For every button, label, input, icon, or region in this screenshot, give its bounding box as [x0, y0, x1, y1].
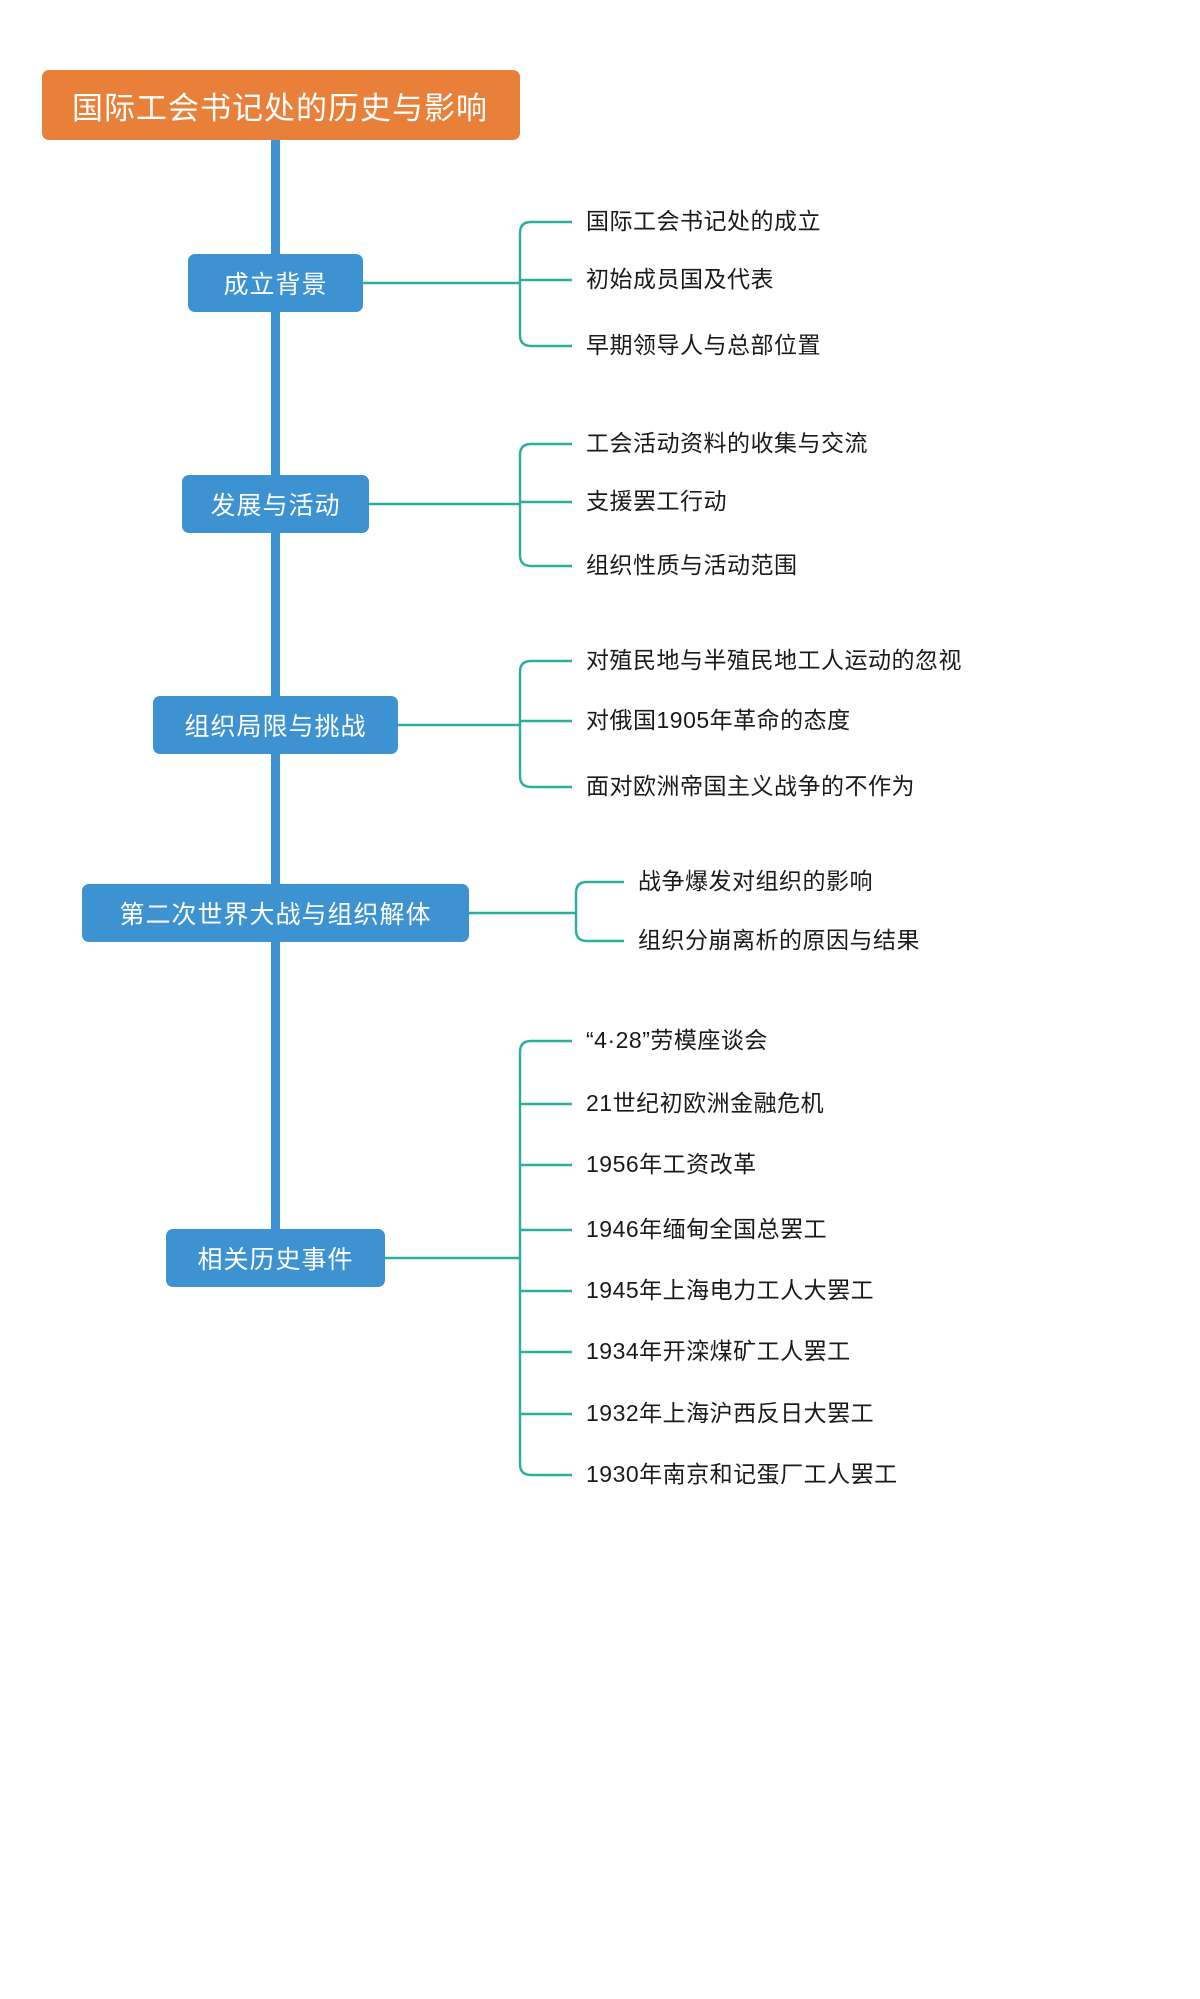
leaf-item[interactable]: 面对欧洲帝国主义战争的不作为	[586, 773, 915, 799]
leaf-connector-5-1	[518, 1039, 572, 1053]
branch-node-5[interactable]: 相关历史事件	[166, 1229, 385, 1287]
root-node[interactable]: 国际工会书记处的历史与影响	[42, 70, 520, 140]
leaf-item[interactable]: 1930年南京和记蛋厂工人罢工	[586, 1461, 898, 1487]
leaf-item[interactable]: 1956年工资改革	[586, 1151, 757, 1177]
branch-node-label: 第二次世界大战与组织解体	[119, 901, 432, 929]
leaf-connector-2-1	[518, 442, 572, 456]
branch-node-label: 组织局限与挑战	[184, 713, 367, 741]
leaf-item[interactable]: 组织分崩离析的原因与结果	[638, 927, 920, 953]
branch-node-label: 相关历史事件	[197, 1246, 354, 1274]
leaf-item[interactable]: 组织性质与活动范围	[586, 552, 798, 578]
page-title: 国际工会书记处的历史与影响	[72, 90, 488, 126]
leaf-item[interactable]: 对殖民地与半殖民地工人运动的忽视	[586, 647, 962, 673]
branch-node-label: 发展与活动	[210, 492, 341, 520]
leaf-item[interactable]: 21世纪初欧洲金融危机	[586, 1090, 825, 1116]
leaf-item[interactable]: “4·28”劳模座谈会	[586, 1027, 768, 1053]
leaf-item[interactable]: 对俄国1905年革命的态度	[586, 707, 851, 733]
leaf-item[interactable]: 支援罢工行动	[586, 488, 727, 514]
leaf-item[interactable]: 工会活动资料的收集与交流	[586, 430, 868, 456]
leaf-connector-4-1	[574, 880, 624, 894]
branch-node-1[interactable]: 成立背景	[188, 254, 363, 312]
leaf-item[interactable]: 国际工会书记处的成立	[586, 208, 821, 234]
branch-node-label: 成立背景	[223, 271, 328, 299]
leaf-item[interactable]: 战争爆发对组织的影响	[638, 868, 873, 894]
branch-node-3[interactable]: 组织局限与挑战	[153, 696, 398, 754]
branch-node-2[interactable]: 发展与活动	[182, 475, 369, 533]
leaf-connector-5-8	[518, 1463, 572, 1477]
leaf-item[interactable]: 1946年缅甸全国总罢工	[586, 1216, 828, 1242]
leaf-item[interactable]: 1934年开滦煤矿工人罢工	[586, 1338, 851, 1364]
branch-node-4[interactable]: 第二次世界大战与组织解体	[82, 884, 469, 942]
leaf-connector-1-1	[518, 220, 572, 234]
leaf-item[interactable]: 1932年上海沪西反日大罢工	[586, 1400, 875, 1426]
leaf-item[interactable]: 初始成员国及代表	[586, 266, 774, 292]
leaf-item[interactable]: 1945年上海电力工人大罢工	[586, 1277, 875, 1303]
leaf-connector-3-3	[518, 775, 572, 789]
leaf-connector-1-3	[518, 334, 572, 348]
leaf-connector-3-1	[518, 659, 572, 673]
leaf-connector-4-2	[574, 929, 624, 943]
leaf-item[interactable]: 早期领导人与总部位置	[586, 332, 821, 358]
leaf-connector-2-3	[518, 554, 572, 568]
